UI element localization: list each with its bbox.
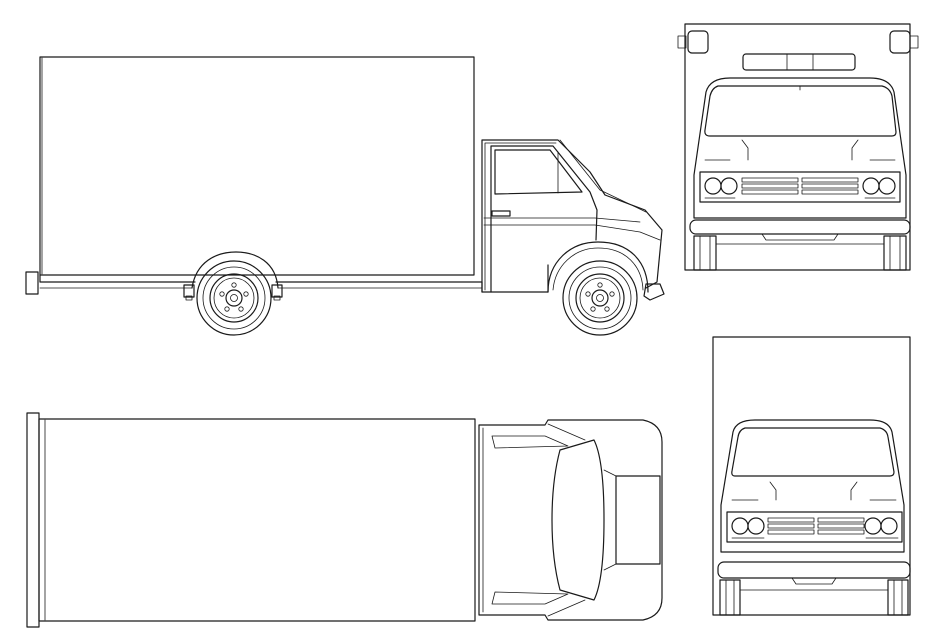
truck-side-view [25, 56, 665, 336]
headlight-left-outer [704, 177, 722, 195]
marker-light-right [889, 30, 911, 54]
grille-panel-rear [726, 511, 903, 543]
cargo-box-rear [712, 336, 911, 616]
hood-panel-top [615, 475, 661, 565]
cab-body-side [481, 139, 663, 293]
front-wheel-left [693, 235, 717, 271]
windshield-rear [731, 427, 895, 477]
truck-rear-view [712, 336, 911, 616]
door-handle [491, 210, 511, 217]
truck-front-view [677, 23, 919, 271]
front-bumper-side [643, 283, 665, 301]
headlight-right-inner [862, 177, 880, 195]
cargo-box-front [684, 23, 911, 271]
cargo-box-top [38, 418, 476, 622]
front-wheel-side [562, 260, 638, 336]
rear-view-wheel-left [719, 579, 741, 616]
front-wheel-right [883, 235, 907, 271]
grille-panel-front [699, 171, 901, 203]
cab-front [693, 77, 907, 219]
cab-rear [720, 419, 905, 553]
cab-door-side [490, 145, 598, 293]
cargo-box-side [39, 56, 475, 276]
front-bumper [689, 219, 911, 235]
chassis-rail [39, 274, 549, 293]
cab-window-side [494, 149, 583, 195]
rear-bumper-side [25, 271, 39, 295]
truck-top-view [26, 412, 663, 628]
rear-view-bumper [717, 561, 911, 579]
rear-wheel-arch [191, 251, 279, 289]
rear-bumper-top [26, 412, 40, 628]
roof-light-bar [742, 53, 856, 71]
windshield-top [551, 439, 605, 601]
marker-light-left [687, 30, 709, 54]
rear-view-wheel-right [887, 579, 909, 616]
front-wheel-arch [547, 241, 649, 293]
headlight-right-outer [878, 177, 896, 195]
headlight-left-inner [720, 177, 738, 195]
cab-top [478, 419, 663, 621]
rear-wheel-side [196, 260, 272, 336]
windshield-front [704, 85, 897, 137]
